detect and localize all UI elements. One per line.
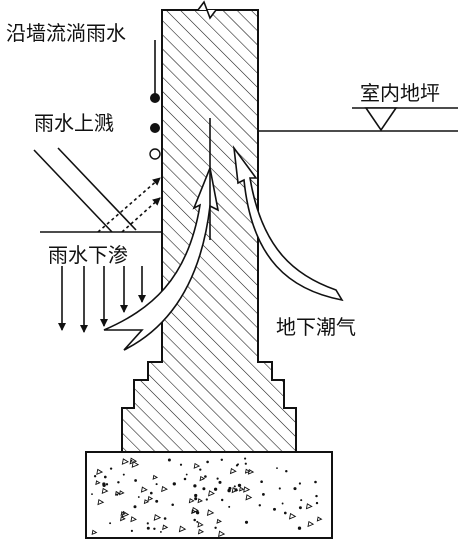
rain-seep-label: 雨水下渗 xyxy=(48,243,128,267)
rain-seep-arrows xyxy=(58,266,146,333)
floor-level-triangle-icon xyxy=(364,107,398,132)
ground-moisture-arrow xyxy=(232,145,344,302)
rain-splash-arrow xyxy=(121,197,161,233)
water-drop-icon xyxy=(150,123,160,133)
ground-moisture-arrow xyxy=(103,165,220,351)
rain-splash-label: 雨水上溅 xyxy=(34,111,114,135)
footing-aggregate-texture xyxy=(91,457,323,538)
water-drop-icon xyxy=(150,93,160,103)
rain-along-wall-label: 沿墙流淌雨水 xyxy=(6,21,126,45)
rain-incoming-line xyxy=(57,147,137,231)
wall-break-mark xyxy=(197,0,217,20)
water-drop-icon xyxy=(149,148,161,160)
indoor-floor-label: 室内地坪 xyxy=(360,81,440,105)
ground-moisture-label: 地下潮气 xyxy=(276,315,356,339)
rain-splash-arrow xyxy=(97,177,161,233)
wall-hatched-section xyxy=(121,9,297,453)
rain-incoming-line xyxy=(33,149,113,233)
